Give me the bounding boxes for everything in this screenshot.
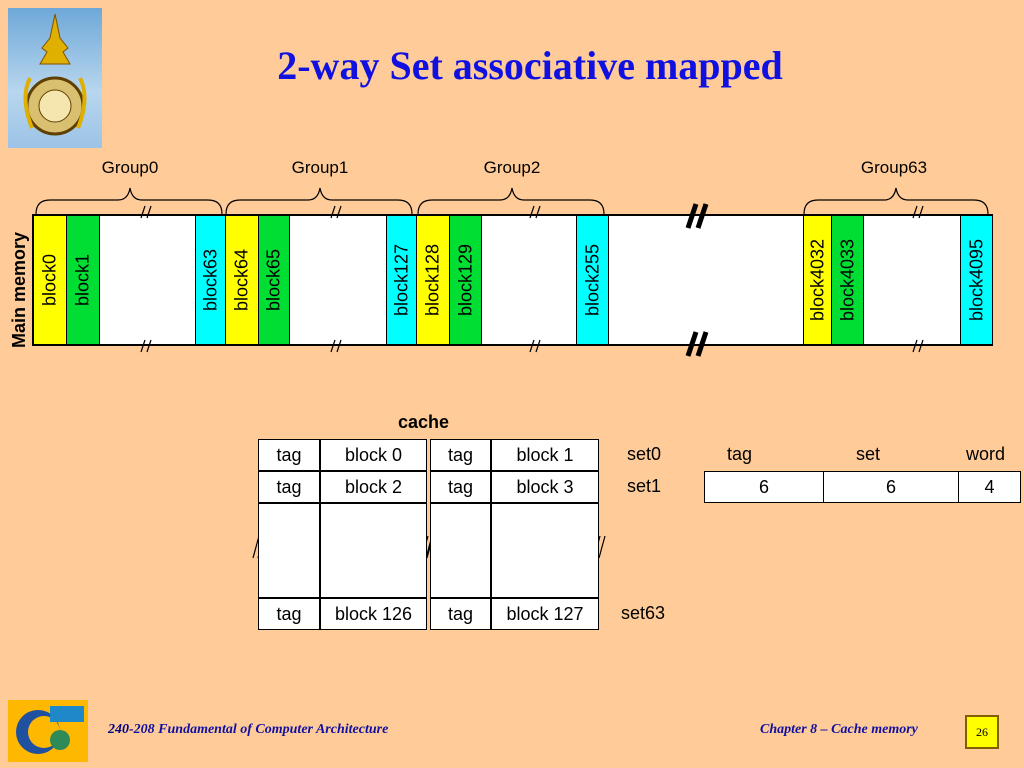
cache-block-gap [320,503,427,598]
group-label-1: Group1 [291,158,349,177]
group0-brace [35,187,223,215]
cache-label: cache [398,412,450,432]
memory-block: block127 [387,216,417,344]
memory-gap [609,216,804,344]
memory-gap [100,216,196,344]
address-set-bits: 6 [823,471,959,503]
memory-block: block255 [577,216,609,344]
address-tag-bits: 6 [704,471,824,503]
memory-gap [482,216,577,344]
page-number-chip-icon: 26 [965,715,999,749]
cache-tag-gap [258,503,320,598]
memory-block: block64 [226,216,259,344]
footer-chapter: Chapter 8 – Cache memory [760,722,918,737]
cache-tag-cell: tag [430,598,491,630]
cache-block-gap [491,503,599,598]
group1-brace [225,187,413,215]
cache-block-cell: block 2 [320,471,427,503]
address-word-bits: 4 [958,471,1021,503]
set-label: set0 [627,444,662,464]
computer-engineering-logo-icon [8,700,88,762]
memory-block: block129 [450,216,482,344]
address-field-word-label: word [966,444,1006,464]
memory-block: block65 [259,216,290,344]
main-memory-bar: block0 block1 block63 block64 block65 bl… [32,214,993,346]
group-label-0: Group0 [101,158,159,177]
cache-tag-cell: tag [430,439,491,471]
cache-tag-cell: tag [258,471,320,503]
group2-brace [417,187,605,215]
cache-block-cell: block 127 [491,598,599,630]
group63-brace [803,187,989,215]
cache-block-cell: block 1 [491,439,599,471]
memory-block: block63 [196,216,226,344]
footer-course: 240-208 Fundamental of Computer Architec… [108,722,389,737]
group-label-2: Group2 [483,158,541,177]
memory-block: block4033 [832,216,864,344]
cache-block-cell: block 0 [320,439,427,471]
group-label-63: Group63 [860,158,928,177]
big-break-marks [685,203,709,357]
memory-block: block1 [67,216,100,344]
set-label: set63 [621,603,666,623]
memory-gap [864,216,961,344]
cache-tag-cell: tag [258,439,320,471]
page-number: 26 [976,725,988,739]
memory-block: block128 [417,216,450,344]
cache-block-cell: block 3 [491,471,599,503]
cache-tag-cell: tag [258,598,320,630]
address-field-set-label: set [856,444,881,464]
break-marks-top [140,205,924,219]
cache-block-cell: block 126 [320,598,427,630]
address-field-tag-label: tag [727,444,753,464]
cache-tag-cell: tag [430,471,491,503]
slide-title: 2-way Set associative mapped [277,43,783,88]
memory-gap [290,216,387,344]
break-marks-bottom [140,339,924,353]
memory-block: block4095 [961,216,992,344]
set-label: set1 [627,476,662,496]
cache-tag-gap [430,503,491,598]
memory-block: block0 [34,216,67,344]
memory-block: block4032 [804,216,832,344]
university-seal-icon [8,8,102,148]
